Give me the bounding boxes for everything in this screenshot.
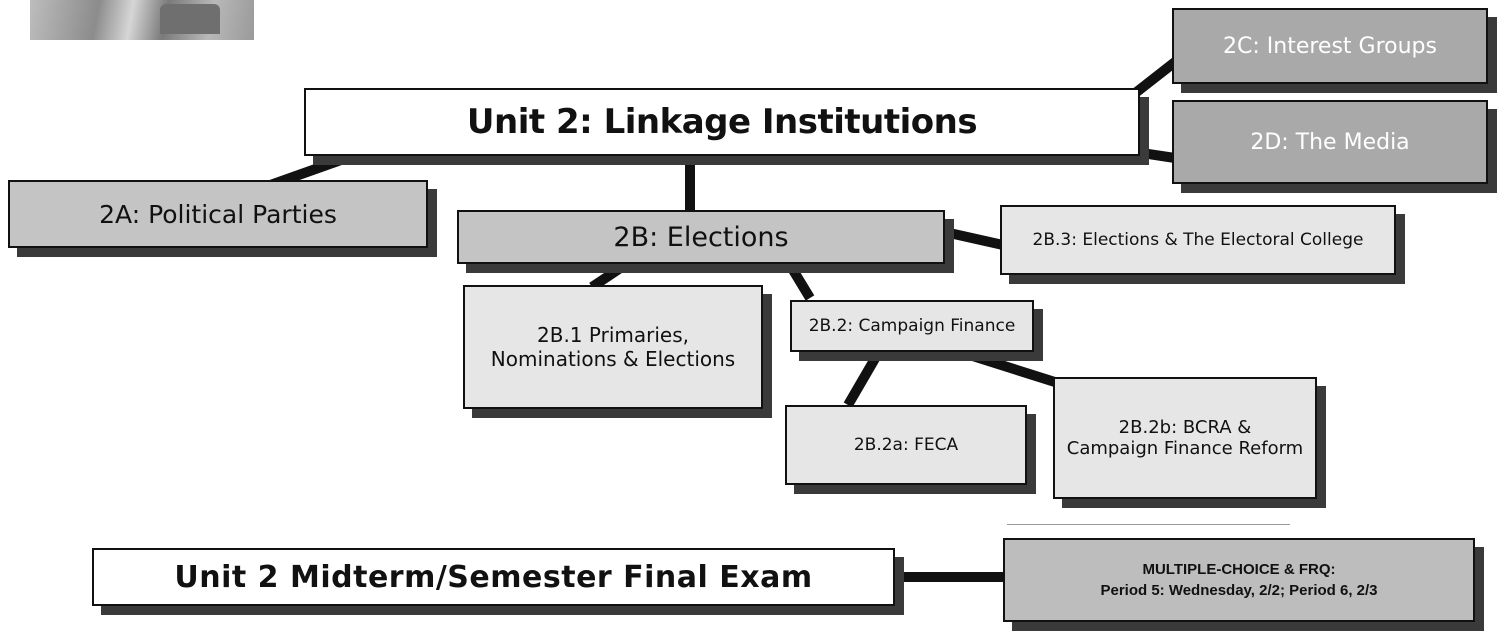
connector-elections-to-primaries <box>589 260 628 292</box>
connector-elections-to-campaign-finance <box>785 262 815 301</box>
connector-main-to-media <box>1134 147 1176 163</box>
node-2c-label: 2C: Interest Groups <box>1223 33 1437 59</box>
exam-title: Unit 2 Midterm/Semester Final Exam <box>174 559 813 595</box>
header-photo <box>30 0 254 40</box>
node-2b3-label: 2B.3: Elections & The Electoral College <box>1032 230 1364 250</box>
node-2b2b-bcra: 2B.2b: BCRA & Campaign Finance Reform <box>1053 377 1317 499</box>
node-2c-interest-groups: 2C: Interest Groups <box>1172 8 1488 84</box>
node-2b-label: 2B: Elections <box>613 221 789 253</box>
node-2b2b-label-line2: Campaign Finance Reform <box>1066 438 1304 459</box>
main-title: Unit 2: Linkage Institutions <box>466 102 978 142</box>
exam-note-line2: Period 5: Wednesday, 2/2; Period 6, 2/3 <box>1100 582 1378 599</box>
node-2b2-campaign-finance: 2B.2: Campaign Finance <box>790 300 1034 352</box>
exam-note-line1: MULTIPLE-CHOICE & FRQ: <box>1142 561 1336 578</box>
node-2b1-label-line1: 2B.1 Primaries, <box>537 323 689 347</box>
node-2b2-label: 2B.2: Campaign Finance <box>808 316 1016 336</box>
exam-title-box: Unit 2 Midterm/Semester Final Exam <box>92 548 895 606</box>
node-2a-political-parties: 2A: Political Parties <box>8 180 428 248</box>
exam-note-box: MULTIPLE-CHOICE & FRQ: Period 5: Wednesd… <box>1003 538 1475 622</box>
connector-elections-to-electoral-college <box>943 227 1005 250</box>
node-2b2a-label: 2B.2a: FECA <box>853 435 959 455</box>
node-2b1-primaries: 2B.1 Primaries, Nominations & Elections <box>463 285 763 409</box>
node-2a-label: 2A: Political Parties <box>99 199 337 229</box>
node-2b-elections: 2B: Elections <box>457 210 945 264</box>
node-2b2a-feca: 2B.2a: FECA <box>785 405 1027 485</box>
divider-line <box>1007 524 1290 525</box>
node-2b1-label-line2: Nominations & Elections <box>490 347 736 371</box>
node-2b2b-label-line1: 2B.2b: BCRA & <box>1118 417 1252 438</box>
connector-campaign-finance-to-bcra <box>958 347 1060 388</box>
main-title-box: Unit 2: Linkage Institutions <box>304 88 1140 156</box>
node-2d-media: 2D: The Media <box>1172 100 1488 184</box>
node-2b3-electoral-college: 2B.3: Elections & The Electoral College <box>1000 205 1396 275</box>
node-2d-label: 2D: The Media <box>1250 129 1410 155</box>
connector-campaign-finance-to-feca <box>843 347 885 408</box>
